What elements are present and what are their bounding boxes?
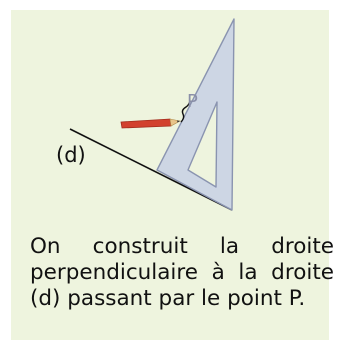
pencil-body <box>120 118 172 129</box>
construction-mark <box>180 100 191 123</box>
geometry-figure <box>69 18 235 211</box>
line-d-label: (d) <box>56 143 86 167</box>
caption-text: On construit la droite perpendiculaire à… <box>30 234 334 311</box>
point-p-label: P <box>187 91 198 112</box>
line-d <box>69 128 233 211</box>
pencil-icon <box>120 118 181 129</box>
pencil-tip <box>169 118 181 127</box>
pencil-lead <box>177 120 180 123</box>
set-square <box>156 18 235 211</box>
